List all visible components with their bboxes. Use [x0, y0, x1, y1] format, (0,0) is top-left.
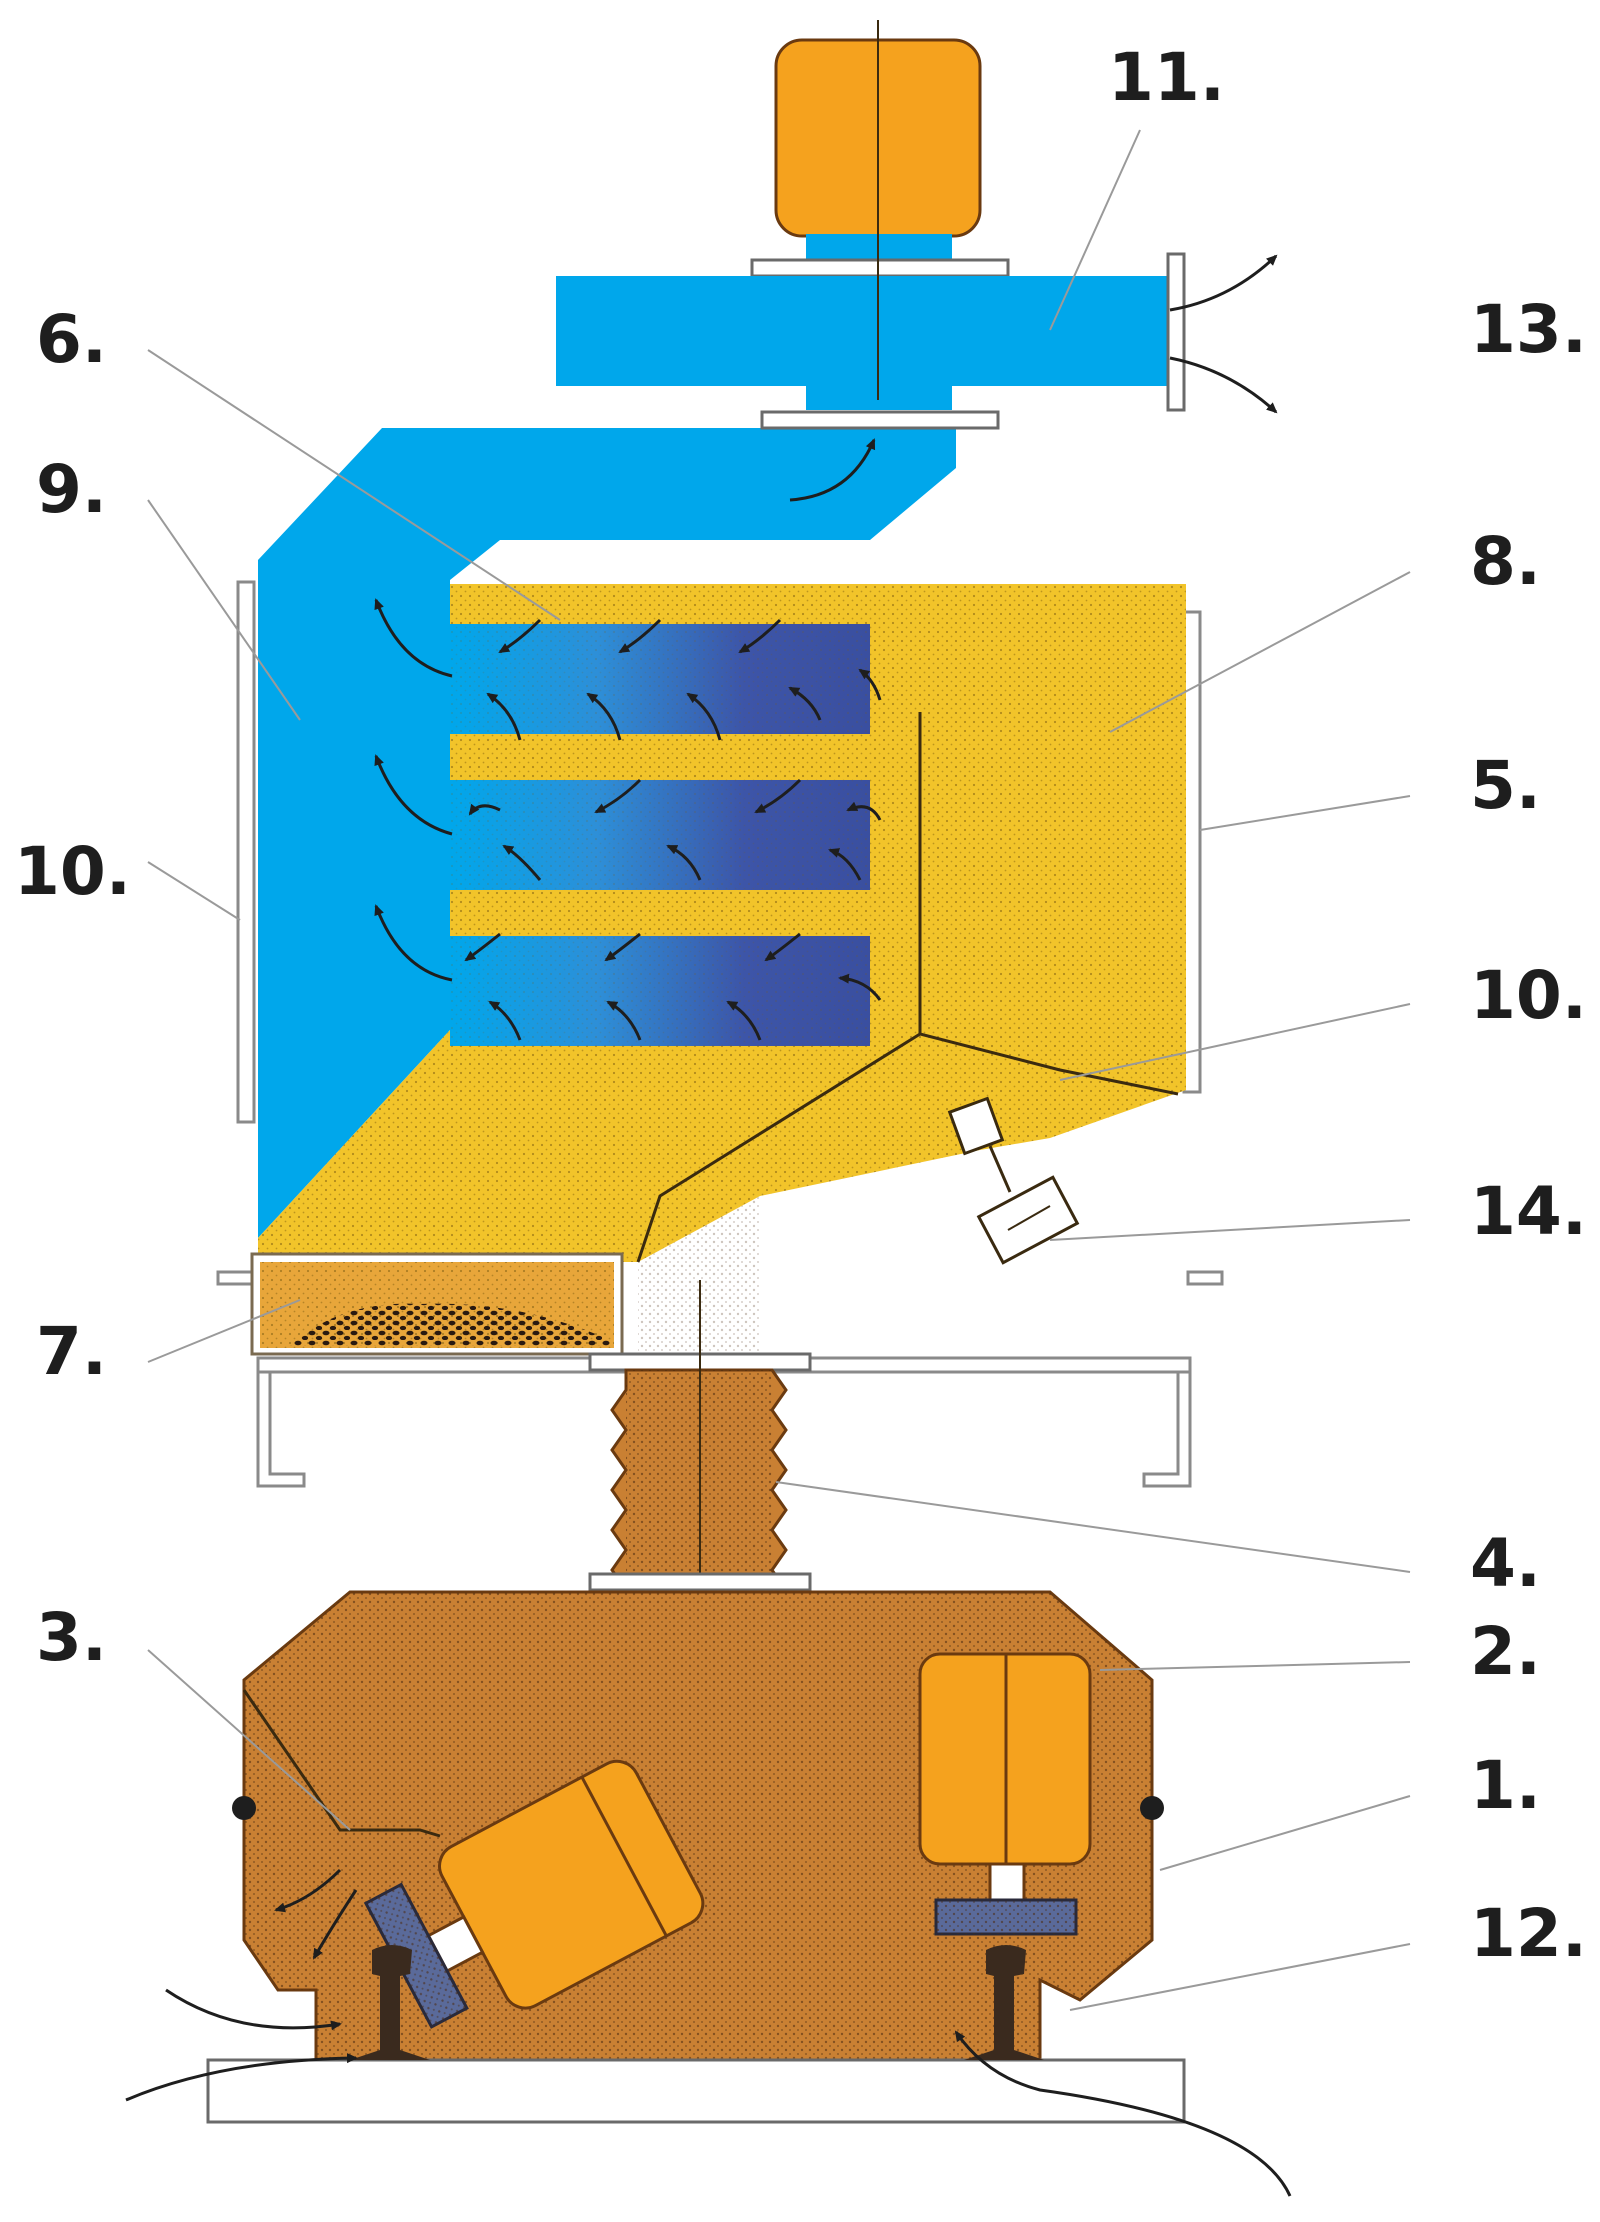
leader-6 — [147, 349, 561, 621]
right-channel — [1142, 1358, 1192, 1488]
leader-5 — [1199, 795, 1411, 831]
flow-arrows — [125, 254, 1292, 2197]
sensor-housing — [976, 1175, 1080, 1265]
blast-wheel-unit-left — [363, 1759, 705, 2029]
callout-8: 8. — [1470, 523, 1541, 600]
leader-10-right — [1059, 1003, 1411, 1081]
left-pin — [216, 1270, 254, 1286]
filter-cartridges — [450, 624, 870, 1046]
coupling-right — [988, 1862, 1026, 1902]
leader-2 — [1099, 1661, 1411, 1671]
leader-12 — [1069, 1943, 1411, 2011]
callout-9: 9. — [36, 451, 107, 528]
callout-11: 11. — [1108, 39, 1225, 116]
callout-labels: 11. 13. 6. 9. 8. 5. 10. 10. 14. 7. 4. 3.… — [14, 39, 1587, 1972]
leader-7 — [147, 1299, 301, 1363]
callout-10-right: 10. — [1470, 957, 1587, 1034]
right-pin — [1186, 1270, 1224, 1286]
callout-2: 2. — [1470, 1613, 1541, 1690]
upper-frame — [216, 580, 1224, 1488]
collected-dust — [290, 1303, 610, 1346]
dust-drawer — [250, 1252, 624, 1356]
rails — [206, 1945, 1186, 2124]
callout-4: 4. — [1470, 1525, 1541, 1602]
fan-assembly — [556, 20, 1186, 430]
leader-10-left — [147, 861, 241, 921]
callout-10-left: 10. — [14, 833, 131, 910]
leader-9 — [147, 499, 301, 721]
outlet-flange — [1166, 252, 1186, 412]
left-channel — [256, 1358, 306, 1488]
blast-wheel-unit-right — [918, 1652, 1092, 1936]
right-pivot-pin — [1140, 1796, 1164, 1820]
callout-12: 12. — [1470, 1895, 1587, 1972]
leader-11 — [1049, 129, 1141, 331]
callout-1: 1. — [1470, 1747, 1541, 1824]
rail-left — [350, 1945, 430, 2060]
right-side-plate — [1182, 610, 1202, 1094]
leader-4 — [775, 1481, 1411, 1573]
leader-8 — [1109, 571, 1411, 733]
leader-14 — [1049, 1219, 1411, 1241]
fan-housing — [556, 276, 1178, 386]
callout-6: 6. — [36, 301, 107, 378]
leader-3 — [147, 1649, 351, 1831]
leader-lines — [147, 129, 1411, 2011]
callout-3: 3. — [36, 1599, 107, 1676]
suction-duct — [258, 428, 956, 1238]
callout-7: 7. — [36, 1313, 107, 1390]
leader-1 — [1159, 1795, 1411, 1871]
bellows-bottom-flange — [588, 1572, 812, 1592]
callout-14: 14. — [1470, 1173, 1587, 1250]
left-pivot-pin — [232, 1796, 256, 1820]
callout-13: 13. — [1470, 291, 1587, 368]
motor-flange — [750, 258, 1010, 278]
sensor-probe — [947, 1096, 1005, 1156]
chute — [638, 1196, 760, 1360]
floor-plate — [206, 2058, 1186, 2124]
fan-inlet-flange — [760, 410, 1000, 430]
bellows — [588, 1280, 812, 1592]
level-sensor — [947, 1096, 1080, 1265]
rail-right — [964, 1945, 1044, 2060]
left-side-plate — [236, 580, 256, 1124]
callout-5: 5. — [1470, 747, 1541, 824]
chamber-divider-lines — [636, 712, 1179, 1263]
